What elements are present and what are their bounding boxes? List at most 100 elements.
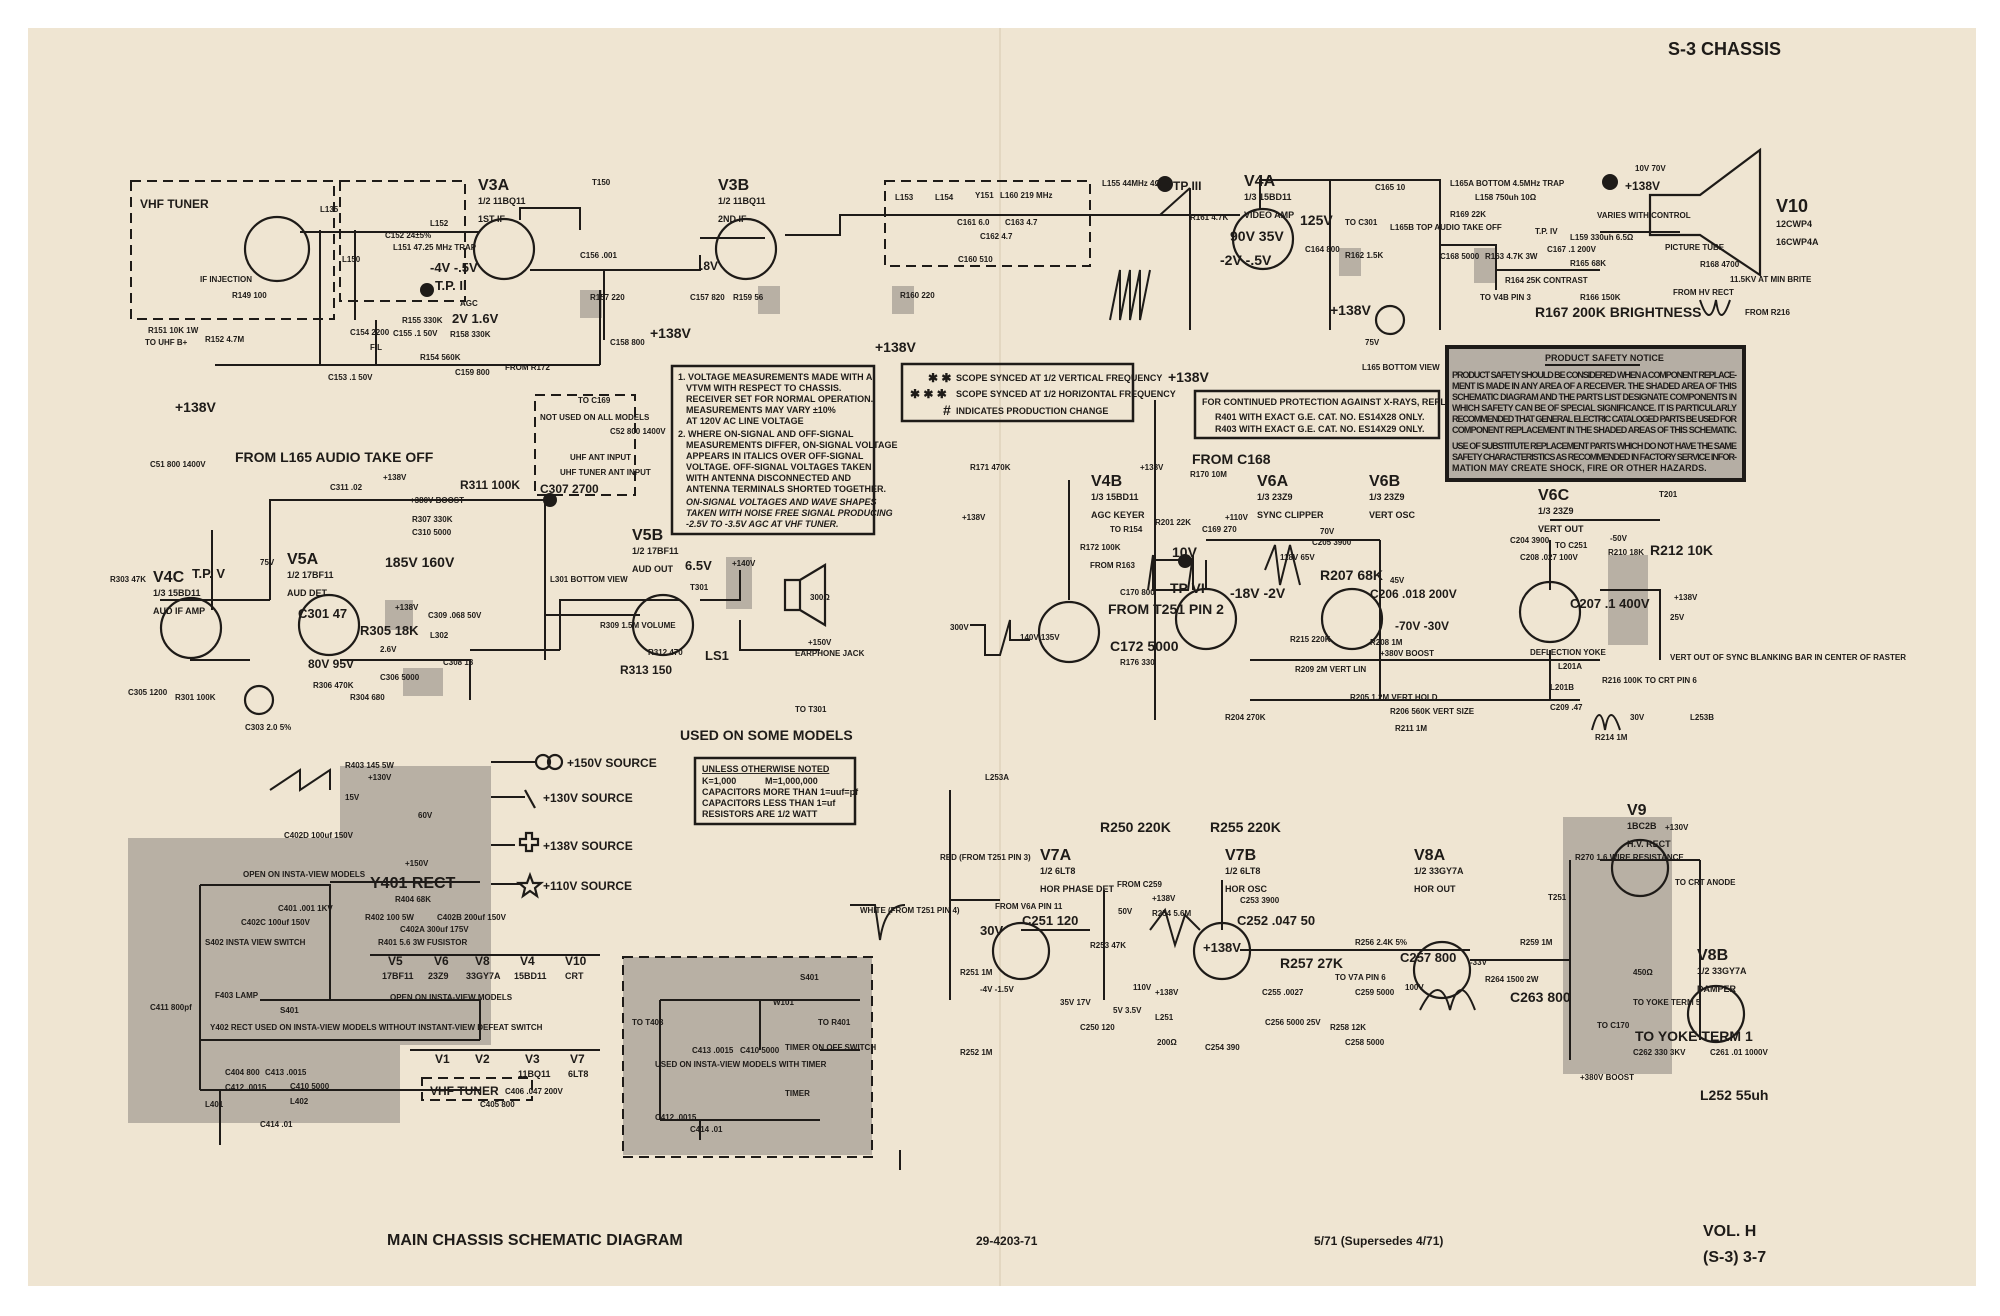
component-label: R259 1M xyxy=(1520,938,1553,947)
component-label: R404 68K xyxy=(395,895,431,904)
component-label: S402 INSTA VIEW SWITCH xyxy=(205,938,306,947)
component-label: R167 200K BRIGHTNESS xyxy=(1535,304,1702,320)
voltage-label: C155 .1 50V xyxy=(393,329,438,338)
tube-type: 1/2 11BQ11 xyxy=(718,196,766,206)
voltage-label: +138V xyxy=(1203,940,1241,955)
component-label: Y151 xyxy=(975,191,994,200)
voltage-label: 90V 35V xyxy=(1230,228,1284,244)
component-label: C250 120 xyxy=(1080,1023,1115,1032)
voltage-label: 80V 95V xyxy=(308,657,354,671)
double-asterisk-icon: ✱ ✱ xyxy=(928,371,951,385)
component-label: TO C251 xyxy=(1555,541,1588,550)
voltage-label: 125V xyxy=(1300,212,1333,228)
tube-id: V3A xyxy=(478,177,510,194)
tube-id: V6A xyxy=(1257,473,1289,490)
voltage-label: 75V xyxy=(260,558,275,567)
tube-type: 1/2 17BF11 xyxy=(287,570,334,580)
component-label: R252 1M xyxy=(960,1048,993,1057)
component-label: WHITE (FROM T251 PIN 4) xyxy=(860,906,960,915)
component-label: C251 120 xyxy=(1022,913,1078,928)
component-label: R311 100K xyxy=(460,478,520,492)
svg-text:SCOPE SYNCED AT 1/2 VERTICAL F: SCOPE SYNCED AT 1/2 VERTICAL FREQUENCY xyxy=(956,373,1162,383)
test-point-4 xyxy=(1602,174,1618,190)
component-label: R170 10M xyxy=(1190,470,1227,479)
component-label: R403 145 5W xyxy=(345,761,394,770)
heater-tube: V8 xyxy=(475,954,490,968)
voltage-label: 45V xyxy=(1390,576,1405,585)
component-label: L401 xyxy=(205,1100,224,1109)
cross-icon xyxy=(518,831,540,853)
svg-text:RECOMMENDED THAT GENERAL ELECT: RECOMMENDED THAT GENERAL ELECTRIC CATALO… xyxy=(1452,414,1738,424)
component-label: R172 100K xyxy=(1080,543,1121,552)
svg-text:-2.5V TO -3.5V AGC AT VHF TUNE: -2.5V TO -3.5V AGC AT VHF TUNER. xyxy=(686,519,839,529)
component-label: C307 2700 xyxy=(540,482,599,496)
voltage-label: C261 .01 1000V xyxy=(1710,1048,1768,1057)
component-label: C209 .47 xyxy=(1550,703,1583,712)
voltage-label: +138V xyxy=(962,513,986,522)
voltage-label: C402A 300uf 175V xyxy=(400,925,469,934)
component-label: FROM R216 xyxy=(1745,308,1790,317)
test-point-6 xyxy=(1178,554,1192,568)
tube-function: 2ND IF xyxy=(718,214,747,224)
component-label: R159 56 xyxy=(733,293,764,302)
component-label: R208 1M xyxy=(1370,638,1403,647)
component-label: TO R154 xyxy=(1110,525,1143,534)
component-label: L253A xyxy=(985,773,1009,782)
svg-text:UNLESS OTHERWISE NOTED: UNLESS OTHERWISE NOTED xyxy=(702,764,830,774)
svg-text:WITH ANTENNA DISCONNECTED AND: WITH ANTENNA DISCONNECTED AND xyxy=(686,473,851,483)
component-label: NOT USED ON ALL MODELS xyxy=(540,413,650,422)
if-input-box xyxy=(339,180,466,302)
component-label: C159 800 xyxy=(455,368,490,377)
component-label: PICTURE TUBE xyxy=(1665,243,1725,252)
voltage-label: 300Ω xyxy=(810,593,830,602)
voltage-label: C167 .1 200V xyxy=(1547,245,1597,254)
svg-text:K=1,000: K=1,000 xyxy=(702,776,736,786)
component-label: C414 .01 xyxy=(690,1125,723,1134)
component-label: R166 150K xyxy=(1580,293,1621,302)
svg-text:USE OF SUBSTITUTE REPLACEMENT: USE OF SUBSTITUTE REPLACEMENT PARTS WHIC… xyxy=(1452,441,1737,451)
heater-type: 15BD11 xyxy=(514,971,547,981)
tube-type: 1/3 23Z9 xyxy=(1538,506,1574,516)
page-number: (S-3) 3-7 xyxy=(1703,1249,1766,1266)
scope-legend: ✱ ✱ SCOPE SYNCED AT 1/2 VERTICAL FREQUEN… xyxy=(900,362,1176,423)
component-label: TIMER xyxy=(785,1089,810,1098)
slash-icon xyxy=(524,789,536,809)
voltage-label: 2V 1.6V xyxy=(452,311,499,326)
svg-text:2. WHERE ON-SIGNAL AND OFF-SIG: 2. WHERE ON-SIGNAL AND OFF-SIGNAL xyxy=(678,429,854,439)
v8b-tube-icon xyxy=(1686,984,1746,1044)
voltage-label: 30V xyxy=(980,923,1003,938)
component-label: R401 5.6 3W FUSISTOR xyxy=(378,938,467,947)
voltage-label: 5V 3.5V xyxy=(1113,1006,1142,1015)
voltage-label: -4V -.5V xyxy=(430,260,478,275)
v4a-tube-icon xyxy=(1231,207,1295,271)
heater-tube: V3 xyxy=(525,1052,540,1066)
revision-date: 5/71 (Supersedes 4/71) xyxy=(1314,1234,1443,1248)
component-label: C410 5000 xyxy=(290,1082,330,1091)
star-icon xyxy=(515,871,545,899)
measurement-notes: 1. VOLTAGE MEASUREMENTS MADE WITH A VTVM… xyxy=(670,364,898,536)
component-label: L165 BOTTOM VIEW xyxy=(1362,363,1440,372)
picture-tube-icon xyxy=(1648,147,1762,278)
voltage-label: +138V xyxy=(395,603,419,612)
doc-number: 29-4203-71 xyxy=(976,1234,1038,1248)
chassis-label: S-3 CHASSIS xyxy=(1668,39,1781,59)
tube-id: V5A xyxy=(287,551,319,568)
tube-id: V7A xyxy=(1040,847,1072,864)
tube-type: 1/2 33GY7A xyxy=(1697,966,1747,976)
tube-function: AUD IF AMP xyxy=(153,606,205,616)
svg-text:+110V SOURCE: +110V SOURCE xyxy=(543,879,632,893)
component-label: R204 270K xyxy=(1225,713,1266,722)
voltage-label: C51 800 1400V xyxy=(150,460,206,469)
component-label: R251 1M xyxy=(960,968,993,977)
tube-id: V8A xyxy=(1414,847,1446,864)
tube-function: 16CWP4A xyxy=(1776,237,1819,247)
voltage-label: C52 800 1400V xyxy=(610,427,666,436)
component-label: R165 68K xyxy=(1570,259,1606,268)
voltage-label: +380V BOOST xyxy=(410,496,464,505)
voltage-label: 140V 135V xyxy=(1020,633,1060,642)
svg-text:MATION MAY CREATE SHOCK, FIRE: MATION MAY CREATE SHOCK, FIRE OR OTHER H… xyxy=(1452,463,1707,473)
component-label: VHF TUNER xyxy=(140,197,209,211)
header-footer: S-3 CHASSIS MAIN CHASSIS SCHEMATIC DIAGR… xyxy=(387,39,1781,1266)
component-label: R258 12K xyxy=(1330,1023,1366,1032)
component-label: USED ON INSTA-VIEW MODELS WITH TIMER xyxy=(655,1060,827,1069)
